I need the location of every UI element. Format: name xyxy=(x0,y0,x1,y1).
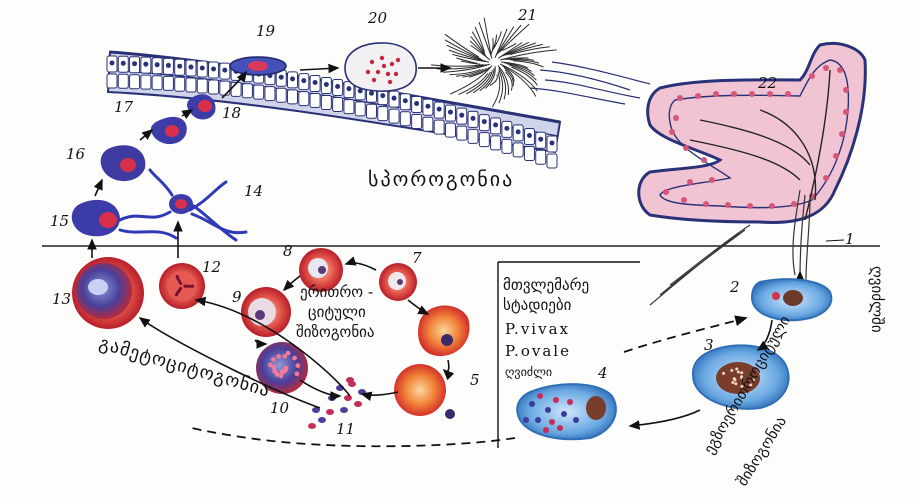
num-18: 18 xyxy=(222,104,241,122)
microgametocyte xyxy=(159,263,205,309)
num-14: 14 xyxy=(244,182,263,200)
num-3: 3 xyxy=(704,336,714,354)
label-erythrocytic-3: შიზოგონია xyxy=(296,323,375,341)
num-22: 22 xyxy=(757,74,777,92)
num-16: 16 xyxy=(66,145,86,163)
label-pvivax: P.vivax xyxy=(505,320,570,338)
num-1: 1 xyxy=(845,230,855,248)
label-erythrocytic-2: ციტული xyxy=(308,303,366,321)
num-11: 11 xyxy=(336,420,355,438)
num-12: 12 xyxy=(202,258,221,276)
macrogametocyte xyxy=(72,257,144,329)
hepatocyte-stage-2 xyxy=(752,279,831,320)
sporozoites-burst xyxy=(431,18,556,107)
num-9: 9 xyxy=(232,288,242,306)
num-21: 21 xyxy=(517,6,537,24)
num-10: 10 xyxy=(270,399,290,417)
mosquito-gut-epithelium xyxy=(107,52,560,168)
label-dormant-1: მთვლემარე xyxy=(503,276,589,294)
label-erythrocytic-1: ერითრო - xyxy=(300,283,373,301)
sporozoite-stream xyxy=(530,62,650,104)
num-15: 15 xyxy=(50,212,69,230)
oocyst-mature xyxy=(345,43,416,91)
hepatocyte-stage-4 xyxy=(517,384,616,439)
num-19: 19 xyxy=(256,22,276,40)
num-2: 2 xyxy=(729,278,740,296)
label-liver-1: ღვიძლში xyxy=(868,266,886,333)
oocyst-nucleus xyxy=(248,61,268,71)
num-17: 17 xyxy=(114,98,134,116)
label-liver-cell: ღვიძლი xyxy=(505,365,552,379)
label-liver-3: შიზოგონია xyxy=(733,413,790,489)
num-5: 5 xyxy=(470,371,480,389)
num-7: 7 xyxy=(412,249,422,267)
num-20: 20 xyxy=(367,9,388,27)
label-dormant-2: სტადიები xyxy=(503,296,572,314)
label-gametocytogony: გამეტოციტოგონია xyxy=(97,333,273,402)
num-8: 8 xyxy=(283,242,293,260)
label-sporogony: სპოროგონია xyxy=(368,167,514,191)
label-povale: P.ovale xyxy=(505,342,571,360)
num-13: 13 xyxy=(52,290,71,308)
salivary-gland xyxy=(639,43,866,222)
num-4: 4 xyxy=(597,364,608,382)
